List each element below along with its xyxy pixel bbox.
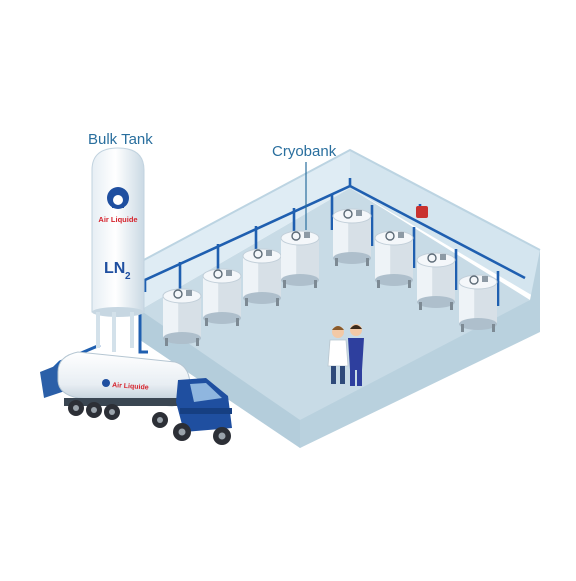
ln2-subscript: 2 bbox=[125, 271, 131, 282]
room-front-wall-right bbox=[300, 250, 540, 448]
cryotank-left-4 bbox=[280, 230, 320, 288]
tanker-truck: Air Liquide bbox=[40, 351, 232, 445]
room-front-wall-left bbox=[140, 310, 300, 448]
bulk-tank-label: Bulk Tank bbox=[88, 131, 153, 148]
truck-cab bbox=[176, 378, 232, 432]
room-top-edge bbox=[139, 148, 541, 263]
cryotank-right-3 bbox=[416, 252, 456, 310]
cryotank-left-front-1 bbox=[162, 288, 202, 346]
cryotank-left-3 bbox=[242, 248, 282, 306]
cryotank-right-4 bbox=[458, 274, 498, 332]
bulk-tank: Air Liquide LN 2 bbox=[91, 147, 145, 352]
truck-brand-text: Air Liquide bbox=[112, 382, 149, 392]
cryotank-right-2 bbox=[374, 230, 414, 288]
bulk-tank-brand-text: Air Liquide bbox=[98, 215, 137, 224]
cryotank-left-2 bbox=[202, 268, 242, 326]
person-technician bbox=[348, 324, 364, 386]
cryotank-right-1 bbox=[332, 208, 372, 266]
cryobank-label: Cryobank bbox=[272, 143, 337, 160]
ln2-label: LN bbox=[104, 260, 125, 277]
person-lab-coat bbox=[327, 326, 349, 384]
room-back-wall-left bbox=[140, 150, 350, 310]
room-back-wall-right bbox=[350, 150, 540, 300]
wall-valve bbox=[416, 206, 428, 218]
